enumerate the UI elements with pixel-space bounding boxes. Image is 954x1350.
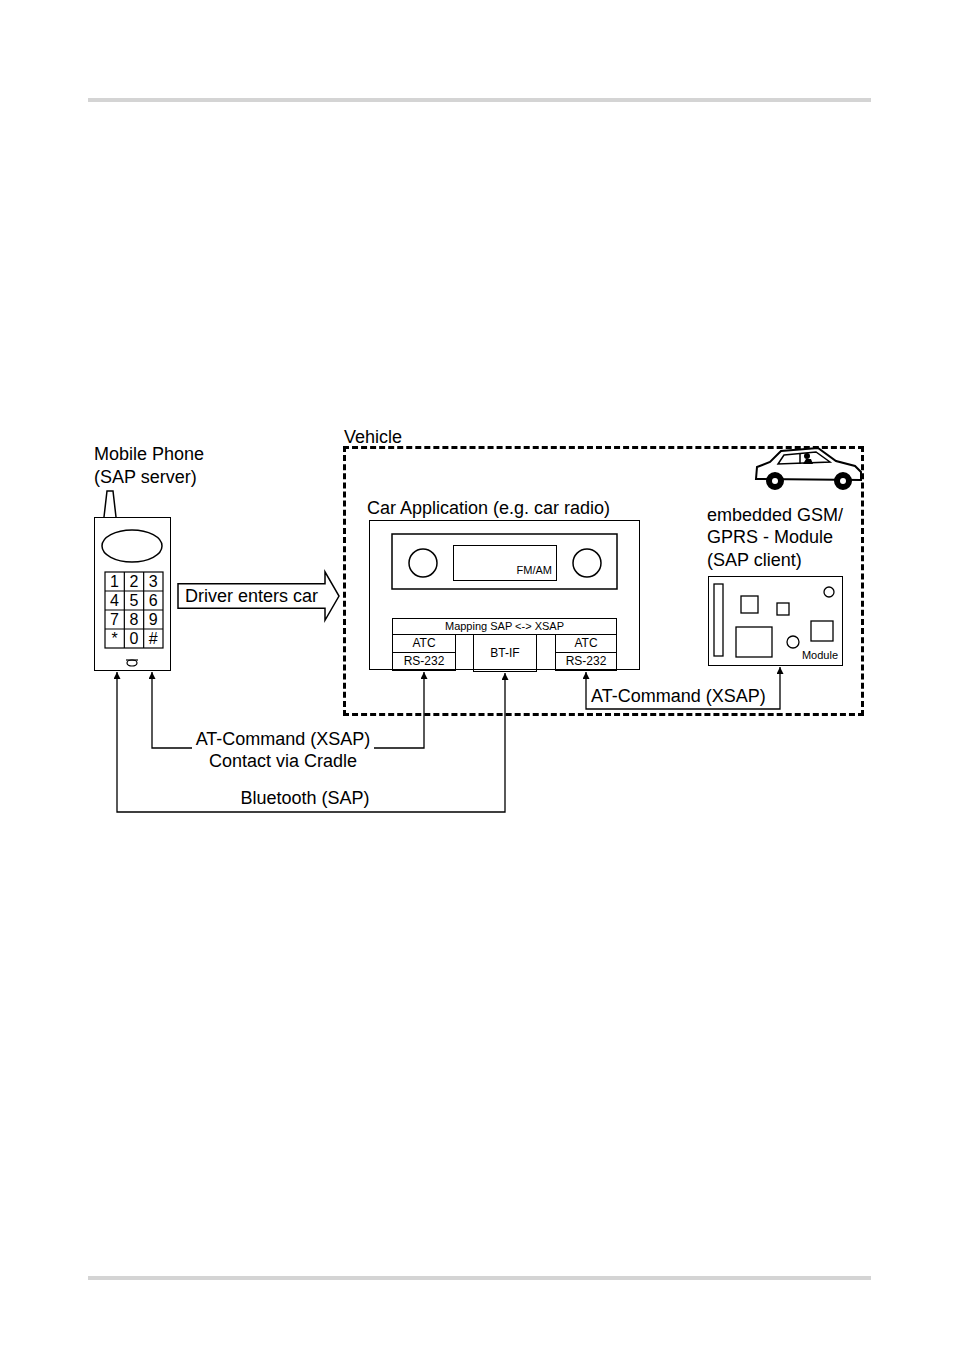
keypad-key: 0 bbox=[124, 629, 143, 648]
keypad-line bbox=[105, 590, 163, 591]
keypad-key: 9 bbox=[144, 610, 163, 629]
keypad-key: 4 bbox=[105, 591, 124, 610]
phone-antenna bbox=[104, 491, 116, 517]
node-heading: embedded GSM/ GPRS - Module (SAP client) bbox=[707, 504, 867, 572]
chip bbox=[736, 627, 772, 657]
car-hub bbox=[840, 478, 846, 484]
node-label: FM/AM bbox=[454, 546, 556, 580]
keypad-key: 5 bbox=[124, 591, 143, 610]
radio-knob bbox=[409, 549, 437, 577]
node-label: ATC bbox=[393, 635, 455, 652]
port-box: RS-232 bbox=[555, 652, 617, 671]
edge-label: Bluetooth (SAP) bbox=[238, 787, 371, 810]
keypad-key: 8 bbox=[124, 610, 143, 629]
port-box: RS-232 bbox=[392, 652, 456, 671]
driver-head bbox=[804, 453, 810, 459]
connector-slot bbox=[714, 584, 723, 656]
mapping-box: Mapping SAP <-> XSAP bbox=[392, 618, 617, 635]
car-window bbox=[778, 452, 830, 464]
keypad-line bbox=[105, 609, 163, 610]
component bbox=[824, 587, 834, 597]
node-label: BT-IF bbox=[474, 635, 536, 671]
node-label: Module bbox=[709, 577, 842, 665]
chip bbox=[741, 596, 758, 613]
handset-icon bbox=[126, 659, 138, 660]
keypad-grid bbox=[105, 572, 163, 648]
chip bbox=[811, 621, 833, 641]
keypad-key: 3 bbox=[144, 572, 163, 591]
bluetooth-link bbox=[117, 672, 505, 812]
car-application-box: Car Application (e.g. car radio)FM/AMMap… bbox=[369, 520, 640, 670]
keypad-key: 6 bbox=[144, 591, 163, 610]
phone-screen bbox=[102, 530, 162, 562]
block-arrow bbox=[178, 572, 339, 621]
car-icon bbox=[756, 448, 861, 489]
car-pillar bbox=[799, 454, 801, 464]
phone-body: Mobile Phone (SAP server)123456789*0# bbox=[94, 517, 171, 671]
radio-knob bbox=[573, 549, 601, 577]
driver-body bbox=[803, 459, 813, 464]
component bbox=[787, 636, 799, 648]
car-wheel bbox=[767, 473, 783, 489]
display-box: FM/AM bbox=[453, 545, 557, 581]
keypad-outline bbox=[105, 572, 163, 648]
serial-wire bbox=[586, 667, 780, 709]
edge-label: AT-Command (XSAP) bbox=[589, 685, 768, 708]
header-rule bbox=[88, 98, 871, 102]
vehicle-region: VehicleCar Application (e.g. car radio)F… bbox=[343, 446, 864, 716]
node-label: Mapping SAP <-> XSAP bbox=[393, 619, 616, 634]
keypad-key: # bbox=[144, 629, 163, 648]
keypad-key: 7 bbox=[105, 610, 124, 629]
edge-label: Driver enters car bbox=[183, 585, 320, 608]
bluetooth-interface-box: BT-IF bbox=[473, 634, 537, 672]
keypad-key: 1 bbox=[105, 572, 124, 591]
footer-rule bbox=[88, 1276, 871, 1280]
node-label: RS-232 bbox=[556, 653, 616, 670]
node-heading: Car Application (e.g. car radio) bbox=[367, 497, 657, 520]
node-heading: Mobile Phone (SAP server) bbox=[94, 443, 224, 488]
keypad-key: 2 bbox=[124, 572, 143, 591]
car-hub bbox=[772, 478, 778, 484]
keypad-line bbox=[105, 628, 163, 629]
interface-box: ATC bbox=[555, 634, 617, 653]
keypad-key: * bbox=[105, 629, 124, 648]
chip bbox=[777, 603, 789, 615]
car-wheel bbox=[835, 473, 851, 489]
node-label: ATC bbox=[556, 635, 616, 652]
node-label: RS-232 bbox=[393, 653, 455, 670]
interface-box: ATC bbox=[392, 634, 456, 653]
node-heading: Vehicle bbox=[344, 426, 464, 449]
edge-label: AT-Command (XSAP) Contact via Cradle bbox=[192, 728, 374, 773]
module-board: embedded GSM/ GPRS - Module (SAP client)… bbox=[708, 576, 843, 666]
handset-icon bbox=[127, 660, 137, 666]
radio-faceplate bbox=[392, 534, 617, 589]
